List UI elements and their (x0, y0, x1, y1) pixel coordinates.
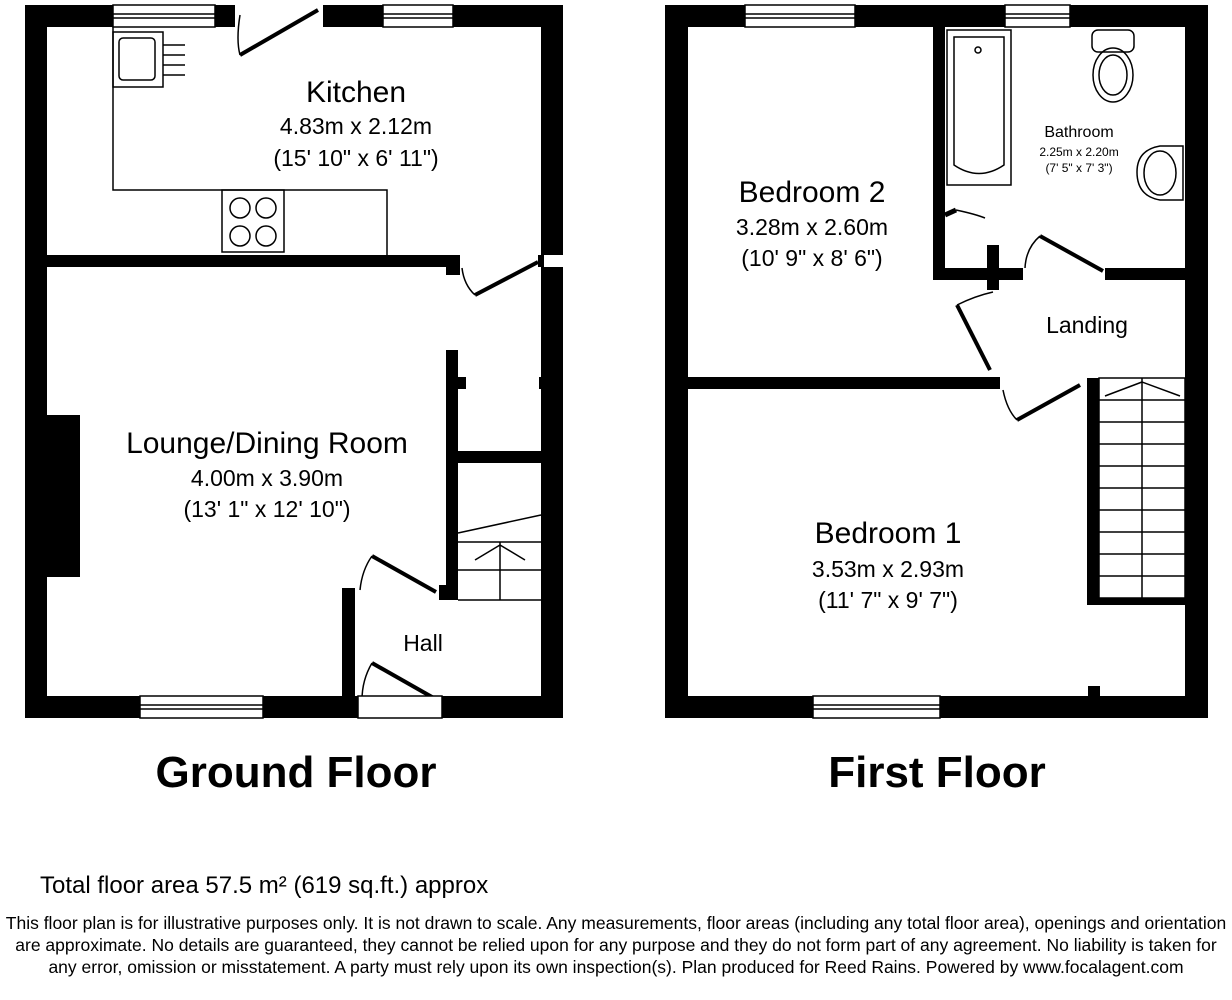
door (1002, 383, 1081, 422)
walls (665, 5, 1208, 718)
bathroom-metric: 2.25m x 2.20m (1039, 145, 1118, 159)
sink (112, 31, 185, 88)
lounge-metric: 4.00m x 3.90m (191, 465, 343, 491)
cupboard-door (943, 207, 986, 219)
bedroom2-imperial: (10' 9" x 8' 6") (741, 245, 882, 271)
window (744, 4, 856, 28)
window (112, 4, 216, 28)
stairs (1098, 377, 1186, 599)
door (1024, 234, 1104, 273)
basin (1136, 145, 1184, 201)
lounge-imperial: (13' 1" x 12' 10") (183, 496, 350, 522)
toilet (1091, 29, 1135, 103)
hall-label: Hall (403, 630, 443, 656)
total-floor-area: Total floor area 57.5 m² (619 sq.ft.) ap… (40, 872, 489, 899)
window (382, 4, 454, 28)
bathroom-imperial: (7' 5" x 7' 3") (1045, 161, 1112, 175)
kitchen-imperial: (15' 10" x 6' 11") (273, 145, 438, 171)
bedroom1-label: Bedroom 1 (815, 517, 962, 550)
front-door (357, 661, 443, 719)
ground-floor-plan: Kitchen 4.83m x 2.12m (15' 10" x 6' 11")… (25, 4, 563, 719)
bedroom1-imperial: (11' 7" x 9' 7") (818, 587, 958, 613)
window (139, 695, 264, 719)
floor-plan: Kitchen 4.83m x 2.12m (15' 10" x 6' 11")… (25, 4, 1208, 719)
first-floor-title: First Floor (828, 748, 1046, 797)
chimney-breast (47, 415, 80, 577)
hob (221, 189, 285, 253)
bath (946, 29, 1012, 186)
door (359, 554, 437, 594)
bedroom1-metric: 3.53m x 2.93m (812, 556, 964, 582)
window (1004, 4, 1071, 28)
worktop (112, 27, 388, 255)
disclaimer: This floor plan is for illustrative purp… (5, 913, 1227, 977)
first-floor-plan: Bedroom 2 3.28m x 2.60m (10' 9" x 8' 6")… (665, 4, 1208, 719)
ground-floor-title: Ground Floor (155, 748, 437, 797)
door (955, 291, 994, 371)
landing-label: Landing (1046, 312, 1128, 338)
door (237, 8, 319, 57)
bedroom2-metric: 3.28m x 2.60m (736, 214, 888, 240)
kitchen-label: Kitchen (306, 76, 406, 109)
door (461, 260, 539, 297)
bathroom-label: Bathroom (1044, 124, 1113, 141)
bedroom2-label: Bedroom 2 (739, 176, 886, 209)
lounge-label: Lounge/Dining Room (126, 427, 408, 460)
stairs (457, 514, 542, 601)
walls (25, 5, 563, 718)
kitchen-metric: 4.83m x 2.12m (280, 113, 432, 139)
window (812, 695, 941, 719)
